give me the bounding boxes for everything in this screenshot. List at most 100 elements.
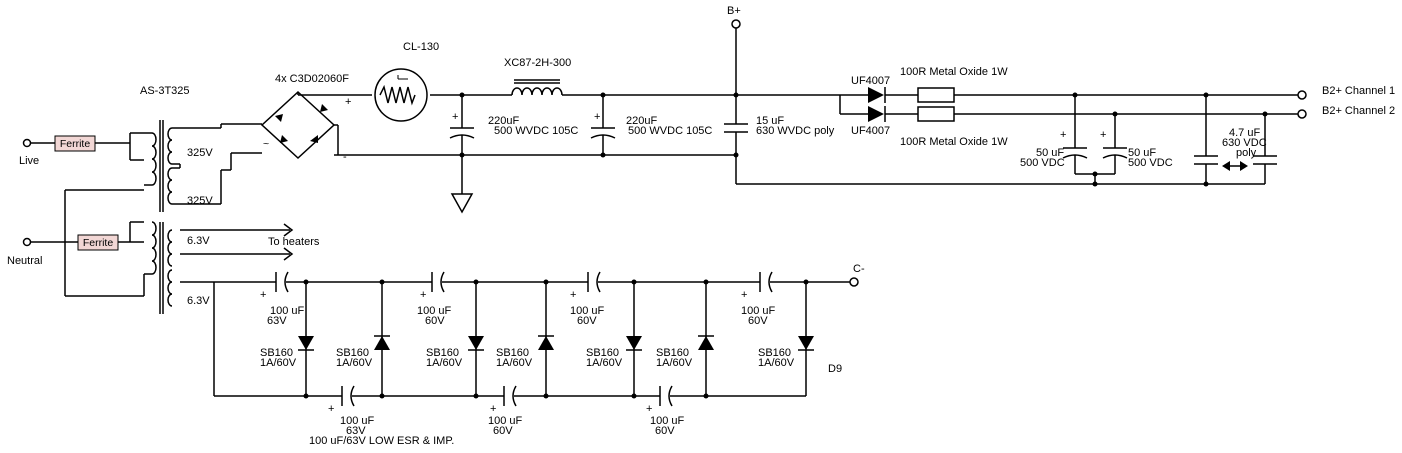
b2-channel-1-label: B2+ Channel 1 [1322,85,1395,97]
negative-rail [334,125,1265,185]
live-terminal [22,138,32,148]
bias-cap-4-plus: + [741,289,747,301]
b-plus-label: B+ [727,5,741,17]
capacitor-c3: 15 uF 630 WVDC poly [724,95,835,158]
d3-rating: 1A/60V [426,357,463,369]
d4-rating: 1A/60V [496,357,533,369]
d6-rating: 1A/60V [656,357,693,369]
d1-rating: 1A/60V [260,357,297,369]
diode-uf4007-1 [868,87,884,103]
bias-cap-2-plus: + [420,289,426,301]
resistor-2 [917,106,955,122]
resistor-1 [917,87,955,103]
neutral-terminal [22,237,32,247]
transformer-label: AS-3T325 [140,85,190,97]
c1-plus: + [452,111,458,123]
bias-cap-1-value: 100 uF [270,305,305,317]
bias-cap-1-rating: 63V [267,315,287,327]
bias-cap-2-rating: 60V [425,315,445,327]
capacitor-c2: + 220uF 500 WVDC 105C [590,92,712,158]
ac-symbol: ~ [263,138,269,150]
c1-rating: 500 WVDC 105C [494,125,578,137]
cap50-1-value: 50 uF [1036,147,1064,159]
bias-cap-3-plus: + [570,289,576,301]
bias-cap-5-plus: + [328,403,334,415]
ntc-label: CL-130 [403,41,439,53]
bias-cap-6-rating: 60V [493,425,513,437]
c-minus-terminal [849,277,859,287]
d5-rating: 1A/60V [586,357,623,369]
transformer: AS-3T325 325V 325V 6.3V 6.3V [140,85,213,314]
diode-2-label: UF4007 [851,125,890,137]
sb160-diodes [298,279,814,399]
d3-label: SB160 [426,347,459,359]
cap47-type: poly [1236,147,1257,159]
bias-cap-7-value: 100 uF [650,415,685,427]
bridge-label: 4x C3D02060F [275,73,349,85]
b2-channel-2-terminal [1297,109,1307,119]
bridge-minus-label: - [343,151,347,163]
c1-value: 220uF [488,115,519,127]
bias-cap-4-value: 100 uF [741,305,776,317]
capacitor-c1: + 220uF 500 WVDC 105C [449,92,578,214]
d9-part-label: SB160 [758,347,791,359]
d5-label: SB160 [586,347,619,359]
heater-winding-label: 6.3V [187,235,210,247]
secondary-wiring: To heaters [179,123,320,261]
bias-winding-label: 6.3V [187,295,210,307]
b2-channel-2-label: B2+ Channel 2 [1322,105,1395,117]
bridge-rectifier: 4x C3D02060F ~ + - [260,73,351,163]
c3-value: 15 uF [756,115,784,127]
bridge-plus-label: + [345,96,351,108]
c2-value: 220uF [626,115,657,127]
bias-cap-3-value: 100 uF [570,305,605,317]
bias-cap-5-note: 100 uF/63V LOW ESR & IMP. [309,435,454,447]
b-plus-terminal [731,19,741,29]
bias-cap-5-value: 100 uF [340,415,375,427]
d4-label: SB160 [496,347,529,359]
c2-rating: 500 WVDC 105C [628,125,712,137]
cap50-2-rating: 500 VDC [1128,157,1173,169]
diode-uf4007-2 [868,106,884,122]
live-label: Live [19,155,39,167]
d2-label: SB160 [336,347,369,359]
c3-rating: 630 WVDC poly [756,125,835,137]
resistor-1-label: 100R Metal Oxide 1W [900,66,1008,78]
b2-channel-1-terminal [1297,90,1307,100]
b2-outputs: UF4007 UF4007 100R Metal Oxide 1W 100R M… [839,66,1395,187]
d6-label: SB160 [656,347,689,359]
secondary-1-label: 325V [187,147,213,159]
ferrite-label-2: Ferrite [83,237,113,249]
d9-label: D9 [828,363,842,375]
ground-symbol [450,193,474,214]
cap47-rating: 630 VDC [1222,137,1267,149]
cap50-1-plus: + [1060,129,1066,141]
bias-cap-4-rating: 60V [748,315,768,327]
secondary-2-label: 325V [187,195,213,207]
resistor-2-label: 100R Metal Oxide 1W [900,136,1008,148]
mains-input: Ferrite Live Ferrite Neutral [7,132,144,297]
bias-cap-3-rating: 60V [577,315,597,327]
cap47-value: 4.7 uF [1229,127,1260,139]
d1-label: SB160 [260,347,293,359]
c-minus-label: C- [853,263,865,275]
neutral-label: Neutral [7,255,42,267]
c2-plus: + [594,111,600,123]
choke-coil [511,87,563,96]
bias-cap-5-rating: 63V [346,425,366,437]
bias-cap-2-value: 100 uF [417,305,452,317]
bias-cap-7-rating: 60V [655,425,675,437]
bias-cap-1-plus: + [260,289,266,301]
to-heaters-label: To heaters [268,236,320,248]
bias-supply: C- + + + + 100 uF 63V 100 uF 60V 100 uF … [180,263,865,447]
choke-label: XC87-2H-300 [504,57,571,69]
ferrite-label: Ferrite [60,138,90,150]
cap50-2-plus: + [1100,129,1106,141]
bias-cap-6-value: 100 uF [488,415,523,427]
bias-cap-7-plus: + [646,403,652,415]
b-plus-rail: CL-130 XC87-2H-300 B+ [297,5,870,122]
bias-cap-6-plus: + [490,403,496,415]
diode-1-label: UF4007 [851,75,890,87]
cap50-2-value: 50 uF [1128,147,1156,159]
